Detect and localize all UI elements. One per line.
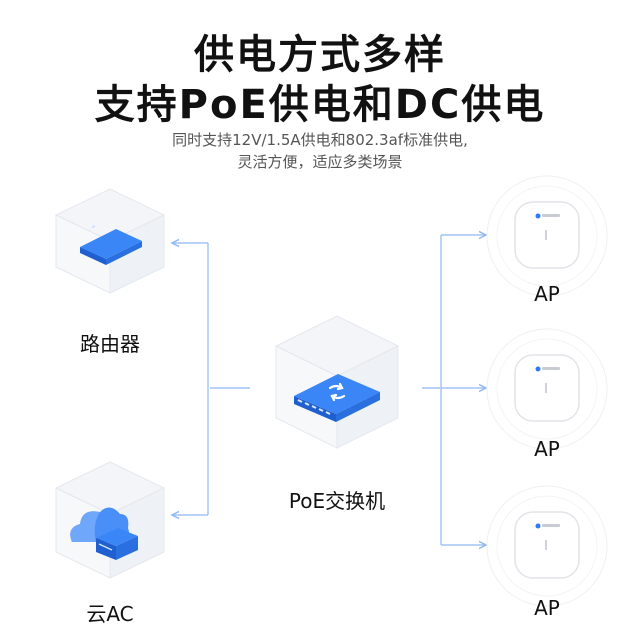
router-icon (80, 224, 142, 265)
sync-arrows-icon (328, 382, 346, 402)
cloud-ac-label: 云AC (86, 602, 134, 626)
ap-node-2 (486, 328, 608, 450)
ap-node-3 (486, 485, 608, 607)
subtitle-line1: 同时支持12V/1.5A供电和802.3af标准供电, (172, 131, 468, 149)
cloud-server-icon (70, 507, 138, 560)
ap-label-2: AP (534, 437, 560, 461)
ap-label-3: AP (534, 596, 560, 620)
poe-switch-node (274, 315, 400, 449)
subtitle-line2: 灵活方便，适应多类场景 (237, 153, 403, 171)
page-title-line2: 支持PoE供电和DC供电 (94, 82, 546, 128)
router-label: 路由器 (80, 332, 140, 356)
access-point-icon (514, 201, 580, 269)
cloud-ac-node (54, 461, 166, 579)
router-node (54, 188, 166, 294)
switch-icon (294, 374, 380, 422)
access-point-icon (514, 354, 580, 422)
page-title: 供电方式多样 (194, 32, 446, 78)
poe-switch-label: PoE交换机 (288, 489, 386, 513)
access-point-icon (514, 511, 580, 579)
ap-label-1: AP (534, 282, 560, 306)
ap-node-1 (486, 175, 608, 297)
